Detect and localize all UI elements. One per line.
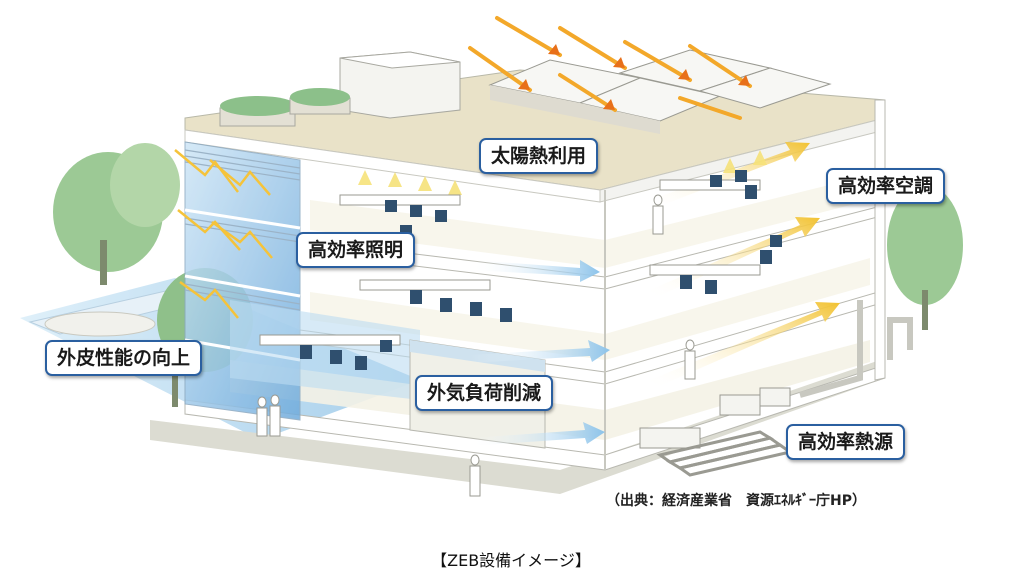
label-lighting: 高効率照明	[296, 232, 416, 268]
label-envelope: 外皮性能の向上	[45, 340, 203, 376]
sunlight-arrows	[468, 16, 752, 120]
label-load-reduction: 外気負荷削減	[415, 375, 554, 411]
label-hvac: 高効率空調	[826, 168, 946, 204]
people	[256, 194, 696, 497]
figure-caption: 【ZEB設備イメージ】	[431, 551, 591, 570]
facade-sun-arrows	[174, 149, 273, 319]
heat-source-equipment	[639, 300, 913, 477]
label-solar-heat: 太陽熱利用	[479, 138, 599, 174]
sunlight-arrowheads	[518, 44, 750, 110]
source-credit: （出典：経済産業省 資源ｴﾈﾙｷﾞｰ庁HP）	[606, 493, 866, 509]
label-heat-source: 高効率熱源	[786, 424, 906, 460]
office-workstations	[259, 170, 782, 370]
lighting-glow	[358, 150, 767, 195]
